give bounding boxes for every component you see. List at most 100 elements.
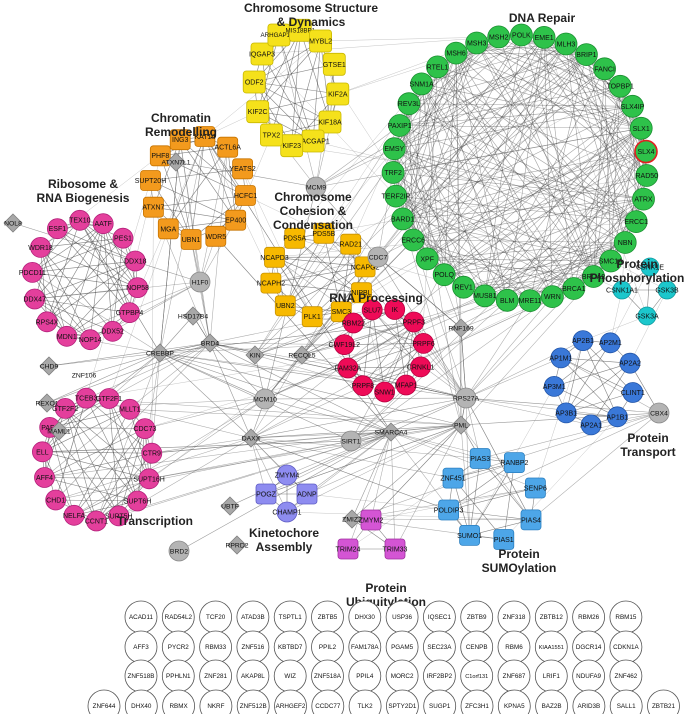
node-mllt1[interactable]: MLLT1 xyxy=(119,398,141,420)
node-slx4ip[interactable]: SLX4IP xyxy=(621,94,645,118)
unconnected-node-znf462[interactable]: ZNF462 xyxy=(609,659,643,693)
node-kif2c[interactable]: KIF2C xyxy=(246,100,270,124)
node-rad50[interactable]: RAD50 xyxy=(635,164,659,187)
node-blm[interactable]: BLM xyxy=(495,288,519,312)
unconnected-node-ppil4[interactable]: PPIL4 xyxy=(348,659,382,693)
node-ik[interactable]: IK xyxy=(384,299,406,320)
node-supt16h[interactable]: SUPT16H xyxy=(133,468,165,490)
unconnected-node-kbtbd7[interactable]: KBTBD7 xyxy=(273,630,307,664)
node-plk1[interactable]: PLK1 xyxy=(301,306,323,328)
node-chd1[interactable]: CHD1 xyxy=(45,489,67,511)
node-pias1[interactable]: PIAS1 xyxy=(493,529,515,550)
node-polq[interactable]: POLQ xyxy=(432,263,456,287)
node-poldip3[interactable]: POLDIP3 xyxy=(434,499,464,521)
unconnected-node-c1orf131[interactable]: C1orf131 xyxy=(460,659,494,693)
node-iqgap3[interactable]: IQGAP3 xyxy=(249,42,275,66)
unconnected-node-ccdc77[interactable]: CCDC77 xyxy=(311,689,345,714)
node-csnk1e[interactable]: CSNK1E xyxy=(636,257,664,277)
node-sumo1[interactable]: SUMO1 xyxy=(457,525,482,546)
node-pds5b[interactable]: PDS5B xyxy=(312,222,336,244)
node-ubn1[interactable]: UBN1 xyxy=(180,229,202,250)
node-eme1[interactable]: EME1 xyxy=(532,26,556,49)
hub-node-brd2[interactable]: BRD2 xyxy=(168,540,190,562)
unconnected-node-znf518a[interactable]: ZNF518A xyxy=(311,659,344,693)
node-slu7[interactable]: SLU7 xyxy=(361,299,383,321)
node-ddx18[interactable]: DDX18 xyxy=(124,250,147,272)
unconnected-node-usp36[interactable]: USP36 xyxy=(385,600,419,634)
unconnected-node-kiaa1551[interactable]: KIAA1551 xyxy=(534,630,568,664)
unconnected-node-dhx40[interactable]: DHX40 xyxy=(124,689,158,714)
unconnected-node-cenpb[interactable]: CENPB xyxy=(460,630,494,664)
node-nop58[interactable]: NOP58 xyxy=(126,277,149,299)
hub-node-sirt1[interactable]: SIRT1 xyxy=(340,430,362,452)
unconnected-node-pphln1[interactable]: PPHLN1 xyxy=(161,659,195,693)
node-senp6[interactable]: SENP6 xyxy=(524,477,547,499)
unconnected-node-lrif1[interactable]: LRIF1 xyxy=(534,659,568,693)
node-kif2a[interactable]: KIF2A xyxy=(326,82,350,106)
node-ep400[interactable]: EP400 xyxy=(225,209,246,231)
node-snw1[interactable]: SNW1 xyxy=(374,381,396,403)
hub-node-pml[interactable]: PML xyxy=(451,415,471,435)
node-supt5h[interactable]: SUPT5H xyxy=(105,505,133,527)
unconnected-node-znf516[interactable]: ZNF516 xyxy=(236,630,270,664)
hub-node-atxn7l1[interactable]: ATXN7L1 xyxy=(162,152,191,172)
unconnected-node-znf687[interactable]: ZNF687 xyxy=(497,659,531,693)
unconnected-node-arhgef2[interactable]: ARHGEF2 xyxy=(274,689,307,714)
unconnected-node-zbtb5[interactable]: ZBTB5 xyxy=(311,600,344,634)
hub-node-kin[interactable]: KIN xyxy=(245,345,265,365)
node-bard1[interactable]: BARD1 xyxy=(391,207,414,231)
node-ddx47[interactable]: DDX47 xyxy=(23,288,46,310)
unconnected-node-irf2bp2[interactable]: IRF2BP2 xyxy=(422,659,456,693)
node-pes1[interactable]: PES1 xyxy=(112,227,134,249)
node-aatf[interactable]: AATF xyxy=(92,213,114,235)
hub-node-mcm10[interactable]: MCM10 xyxy=(253,388,277,410)
hub-node-maml1[interactable]: MAML1 xyxy=(47,421,71,441)
node-ap3m1[interactable]: AP3M1 xyxy=(543,375,566,397)
node-champ1[interactable]: CHAMP1 xyxy=(272,501,302,523)
node-mlh3[interactable]: MLH3 xyxy=(554,32,578,56)
unconnected-node-fam178a[interactable]: FAM178A xyxy=(348,630,382,664)
unconnected-node-atad3b[interactable]: ATAD3B xyxy=(236,600,270,634)
unconnected-node-znf512b[interactable]: ZNF512B xyxy=(236,689,270,714)
node-pogz[interactable]: POGZ xyxy=(255,483,277,505)
node-terf2ip[interactable]: TERF2IP xyxy=(382,184,411,208)
node-gtse1[interactable]: GTSE1 xyxy=(323,52,346,76)
node-fam32a[interactable]: FAM32A xyxy=(334,357,362,379)
node-nelfa[interactable]: NELFA xyxy=(63,504,86,526)
node-ap2m1[interactable]: AP2M1 xyxy=(599,332,622,354)
node-pias4[interactable]: PIAS4 xyxy=(520,509,542,531)
unconnected-node-iqsec1[interactable]: IQSEC1 xyxy=(422,600,456,634)
unconnected-node-sec23a[interactable]: SEC23A xyxy=(422,630,456,664)
node-mdn1[interactable]: MDN1 xyxy=(56,325,78,347)
node-cdc73[interactable]: CDC73 xyxy=(133,418,156,440)
node-ap2b1[interactable]: AP2B1 xyxy=(572,330,594,352)
node-odf2[interactable]: ODF2 xyxy=(242,70,266,94)
node-gtf2f2[interactable]: GTF2F2 xyxy=(52,397,78,419)
unconnected-node-dgcr14[interactable]: DGCR14 xyxy=(572,630,605,664)
unconnected-node-znf518b[interactable]: ZNF518B xyxy=(124,659,158,693)
node-gtpbp4[interactable]: GTPBP4 xyxy=(116,302,144,324)
hub-node-brd4[interactable]: BRD4 xyxy=(200,333,220,353)
hub-node-h1f0[interactable]: H1F0 xyxy=(189,271,211,293)
node-nop14[interactable]: NOP14 xyxy=(79,329,102,351)
node-tpx2[interactable]: TPX2 xyxy=(259,123,283,147)
unconnected-node-tsptl1[interactable]: TSPTL1 xyxy=(273,600,307,634)
node-prpf6[interactable]: PRPF6 xyxy=(412,332,435,354)
node-brca2[interactable]: BRCA2 xyxy=(582,265,605,288)
node-ap2a1[interactable]: AP2A1 xyxy=(580,414,602,436)
node-kif18a[interactable]: KIF18A xyxy=(318,110,342,134)
unconnected-node-wiz[interactable]: WIZ xyxy=(273,659,307,693)
unconnected-node-akap8l[interactable]: AKAP8L xyxy=(236,659,270,693)
node-wrn[interactable]: WRN xyxy=(541,285,564,309)
node-msh3[interactable]: MSH3 xyxy=(465,31,489,55)
node-atxn7[interactable]: ATXN7 xyxy=(142,196,165,218)
node-yeats2[interactable]: YEATS2 xyxy=(229,158,256,180)
node-rtel1[interactable]: RTEL1 xyxy=(426,55,449,79)
node-mfap1[interactable]: MFAP1 xyxy=(395,374,418,396)
node-topbp1[interactable]: TOPBP1 xyxy=(606,74,634,98)
unconnected-node-rad54l2[interactable]: RAD54L2 xyxy=(161,600,195,634)
node-kif23[interactable]: KIF23 xyxy=(280,134,304,158)
hub-node-daxx[interactable]: DAXX xyxy=(241,428,261,448)
node-ctr9[interactable]: CTR9 xyxy=(141,442,163,464)
unconnected-node-acad11[interactable]: ACAD11 xyxy=(124,600,158,634)
